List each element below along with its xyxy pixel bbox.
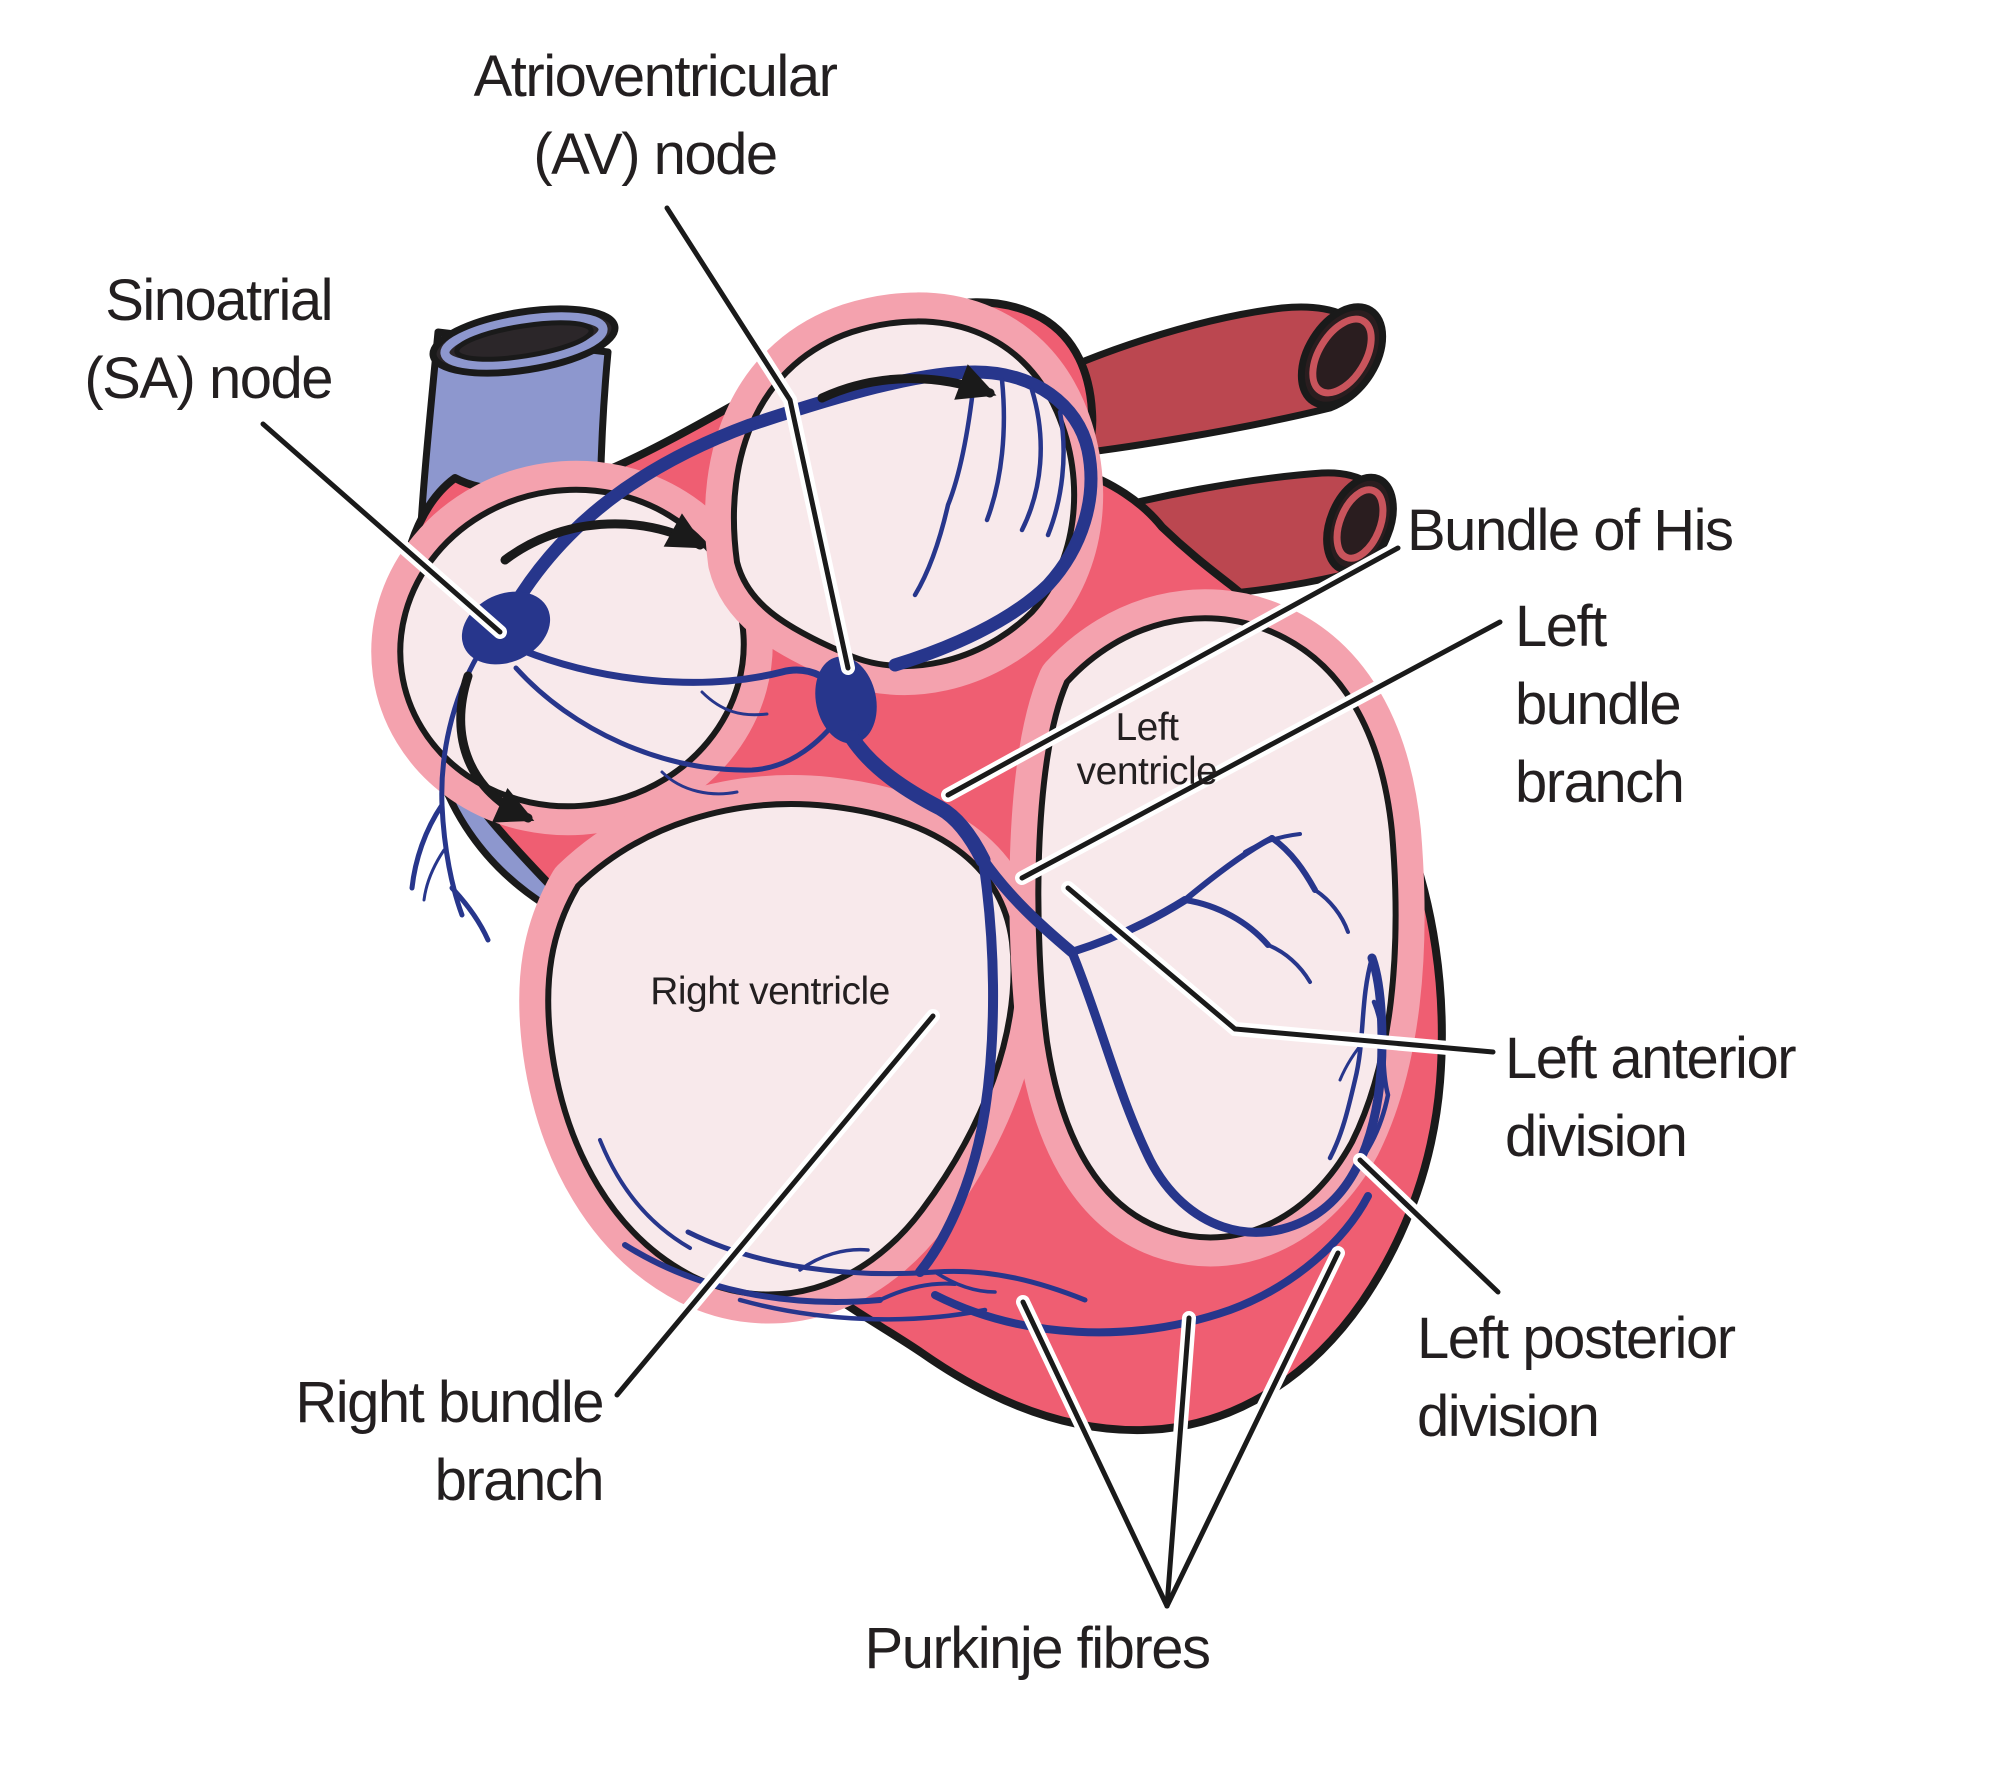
label-av-node: Atrioventricular (AV) node — [473, 44, 838, 187]
impulse-arrows — [456, 364, 997, 823]
leader-sa-node — [260, 421, 503, 635]
leader-av-node — [664, 205, 851, 671]
bundle-of-his — [844, 730, 991, 868]
impulse-arrow-right-atrium-top — [500, 513, 707, 565]
vena-cava-opening — [429, 305, 619, 377]
label-right-bundle-branch: Right bundle branch — [295, 1370, 604, 1513]
left-atrium-fibre-fan — [912, 369, 1066, 598]
right-ventricle-chamber — [519, 775, 1043, 1324]
left-anterior-division — [1068, 832, 1350, 984]
leader-purkinje-1 — [1020, 1299, 1170, 1609]
leader-left-bundle-branch — [1019, 619, 1503, 881]
label-purkinje-fibres: Purkinje fibres — [864, 1616, 1211, 1681]
leader-right-bundle-branch — [614, 1013, 936, 1398]
left-ventricle-chamber — [1009, 589, 1425, 1267]
leader-left-anterior-division — [1065, 885, 1496, 1055]
leader-purkinje-2 — [1164, 1315, 1192, 1609]
label-left-anterior-division: Left anterior division — [1505, 1026, 1797, 1169]
leader-bundle-of-his — [945, 545, 1401, 798]
leader-lines — [256, 201, 1507, 1613]
left-bundle-branch — [977, 854, 1078, 958]
leader-left-posterior-division — [1357, 1157, 1501, 1295]
av-node — [815, 656, 877, 744]
label-bundle-of-his: Bundle of His — [1407, 498, 1734, 563]
label-sa-node: Sinoatrial (SA) node — [84, 268, 333, 411]
purkinje-fibres — [598, 1138, 1088, 1322]
internodal-roof-path — [498, 365, 1098, 672]
impulse-arrow-left-atrium — [817, 364, 997, 403]
label-left-posterior-division: Left posterior division — [1417, 1306, 1736, 1449]
leader-purkinje-3 — [1164, 1250, 1341, 1609]
label-left-bundle-branch: Left bundle branch — [1515, 594, 1685, 815]
heart-chambers — [371, 292, 1425, 1324]
conduction-system — [409, 365, 1391, 1337]
right-bundle-branch — [915, 855, 999, 1277]
label-left-ventricle: Left ventricle — [1076, 706, 1218, 793]
label-right-ventricle: Right ventricle — [650, 970, 890, 1013]
impulse-arrow-right-atrium-bottom — [456, 671, 535, 823]
